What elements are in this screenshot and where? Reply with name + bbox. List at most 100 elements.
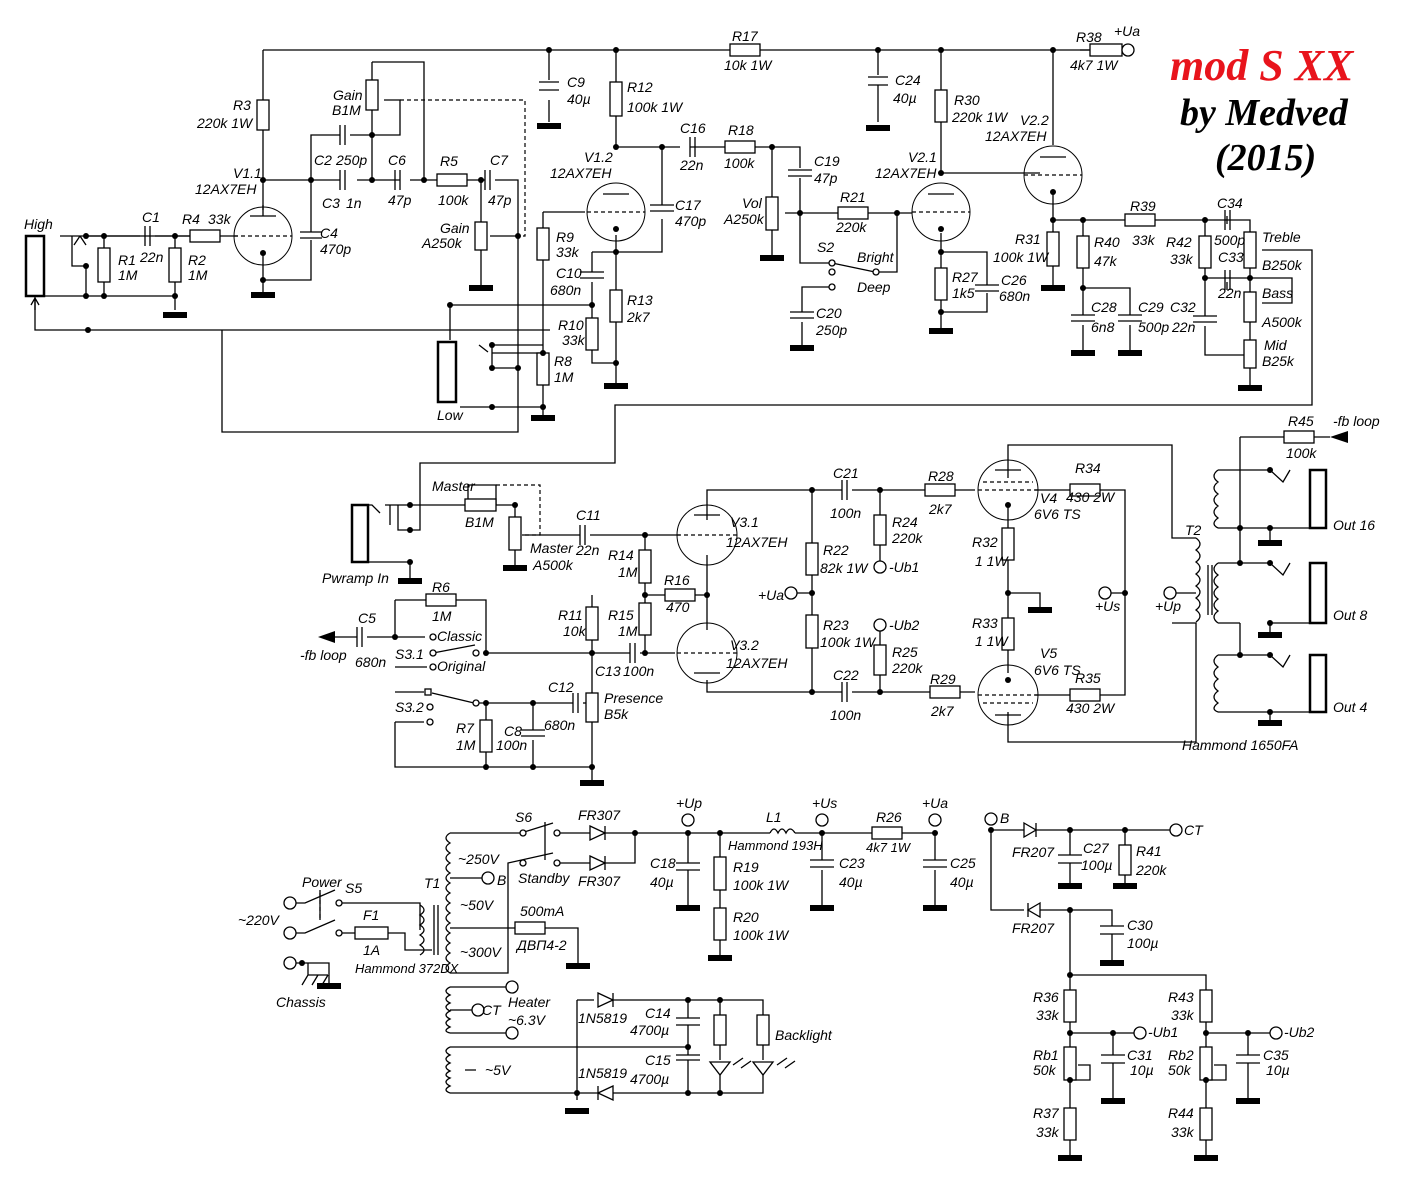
schematic-element [1005, 590, 1011, 596]
label-psu-c14-1: 4700µ [630, 1022, 669, 1038]
input-jack-high[interactable] [24, 234, 46, 298]
schematic-element [503, 565, 527, 571]
schematic-element [1267, 709, 1273, 715]
schematic-element [469, 285, 493, 291]
poweramp-components [318, 430, 1348, 786]
schematic-element [342, 902, 432, 951]
resistor-r10 [585, 317, 599, 351]
schematic-element [1250, 277, 1293, 304]
output-jack-16[interactable] [1308, 468, 1328, 530]
label-poweramp-c13-0: C13 [595, 663, 621, 679]
resistor-r35 [1069, 688, 1101, 702]
schematic-element [1267, 525, 1273, 531]
jack-arrow-icon [30, 296, 40, 310]
title-block: mod S XX by Medved (2015) [1170, 41, 1355, 179]
schematic-element [260, 250, 266, 256]
schematic-element [928, 813, 942, 827]
capacitor-c20 [790, 311, 814, 319]
label-poweramp-r22-0: R22 [823, 542, 849, 558]
label-preamp-r2-1: 1M [188, 267, 208, 283]
schematic-element [566, 963, 590, 969]
label-poweramp-plus-ua: +Ua [758, 587, 784, 603]
resistor-r6 [425, 593, 457, 607]
schematic-element [1122, 590, 1128, 596]
schematic-element [613, 144, 619, 150]
input-jack-pwramp[interactable] [350, 503, 370, 564]
label-preamp-v1-2-0: V1.2 [584, 149, 613, 165]
title-name: mod S XX [1170, 41, 1355, 90]
label-poweramp-plus-up: +Up [1155, 598, 1181, 614]
schematic-element [717, 1090, 723, 1096]
label-poweramp-r23-1: 100k 1W [820, 634, 877, 650]
schematic-element [938, 226, 944, 232]
label-preamp-r12-1: 100k 1W [627, 99, 684, 115]
schematic-element [938, 170, 944, 176]
label-poweramp-c13-1: 100n [623, 663, 654, 679]
label-preamp-r8-1: 1M [554, 369, 574, 385]
label-poweramp-v3-2-0: V3.2 [730, 637, 759, 653]
schematic-element [83, 47, 1253, 410]
schematic-element [496, 484, 541, 536]
resistor-r9 [536, 227, 550, 261]
schematic-element [769, 144, 775, 150]
schematic-element [1080, 285, 1086, 291]
label-poweramp-r32-0: R32 [972, 534, 998, 550]
capacitor-c2-c3-c6 [339, 125, 401, 190]
resistor-r32 [1001, 527, 1015, 561]
capacitor-c24 [868, 76, 888, 86]
label-preamp-r27-1: 1k5 [952, 285, 975, 301]
schematic-element [1058, 1155, 1082, 1161]
label-poweramp-r35-0: R35 [1075, 670, 1101, 686]
label-psu-heater-0: Heater [508, 994, 551, 1010]
label-poweramp-v4-1: 6V6 TS [1034, 506, 1081, 522]
pot-presence-label: Presence [604, 690, 663, 706]
schematic-element [1238, 385, 1262, 391]
label-preamp-v1-2-1: 12AX7EH [550, 165, 612, 181]
label-preamp-r18-0: R18 [728, 122, 754, 138]
label-low: Low [437, 407, 464, 423]
label-psu-v250: ~250V [458, 851, 501, 867]
schematic-element [1258, 540, 1282, 546]
resistor-r44 [1199, 1107, 1213, 1141]
pot-mid-label: Mid [1264, 337, 1288, 353]
schematic-element [828, 283, 836, 291]
label-preamp-r4-0: R4 [182, 211, 200, 227]
label-out-4: Out 4 [1333, 699, 1367, 715]
schematic-element [1194, 1155, 1218, 1161]
label-preamp-r42-0: R42 [1166, 234, 1192, 250]
schematic-element [810, 905, 834, 911]
schematic-element [163, 312, 187, 318]
schematic-element [478, 177, 484, 183]
schematic-element [685, 997, 691, 1003]
output-jack-4[interactable] [1308, 653, 1328, 714]
schematic-element [432, 644, 675, 654]
label-preamp-r9-0: R9 [556, 229, 574, 245]
preamp-components [24, 43, 1262, 421]
schematic-element [445, 986, 452, 1094]
capacitor-c9 [539, 81, 559, 91]
label-poweramp-c11-1: 22n [575, 542, 600, 558]
pot-mid [1243, 339, 1257, 369]
schematic-element [1069, 974, 1207, 1047]
label-psu-d3: 1N5819 [578, 1010, 627, 1026]
label-preamp-c32-0: C32 [1170, 299, 1196, 315]
label-poweramp-r24-1: 220k [891, 530, 923, 546]
label-psu-r41-0: R41 [1136, 843, 1162, 859]
label-preamp-c20-0: C20 [816, 305, 842, 321]
input-jack-low[interactable] [436, 340, 458, 404]
label-preamp-v2-1-1: 12AX7EH [875, 165, 937, 181]
transformer-t1-label: T1 [424, 875, 440, 891]
label-preamp-c7-0: C7 [490, 152, 509, 168]
pot-master-label: Master [432, 478, 476, 494]
label-psu-c31-1: 10µ [1130, 1062, 1154, 1078]
schematic-element [515, 233, 521, 239]
resistor-r29 [929, 685, 961, 699]
label-poweramp-r7-1: 1M [456, 737, 476, 753]
schematic-element [988, 827, 994, 833]
output-jack-8[interactable] [1308, 561, 1328, 625]
label-preamp-c34-1: 500p [1214, 232, 1245, 248]
label-backlight: Backlight [775, 1027, 833, 1043]
resistor-r23 [805, 614, 819, 649]
label-preamp-r4-1: 33k [208, 211, 232, 227]
label-preamp-r17-1: 10k 1W [724, 57, 773, 73]
